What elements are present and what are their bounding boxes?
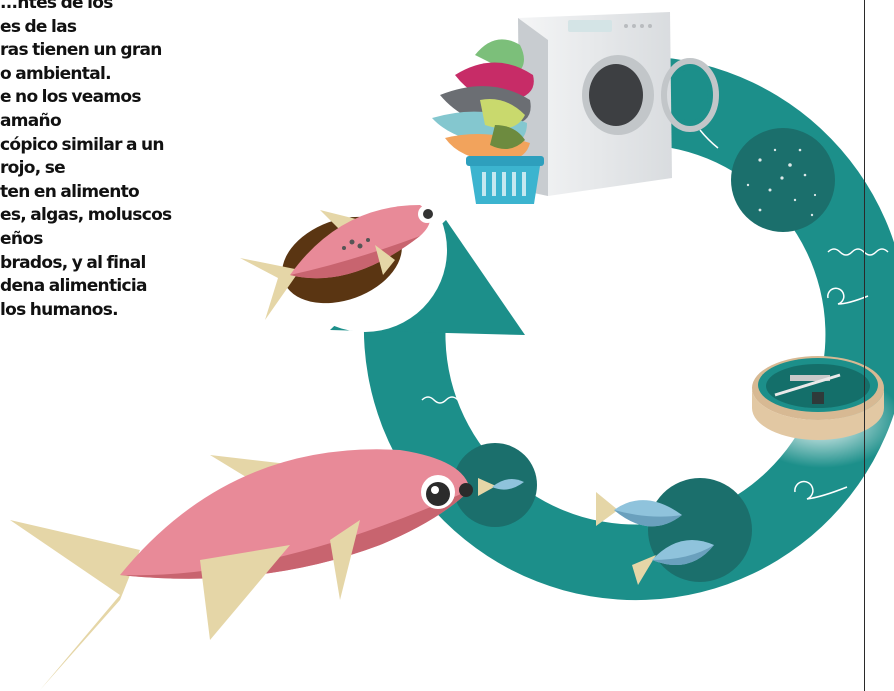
intro-line: los humanos. bbox=[0, 299, 230, 323]
intro-line: rojo, se bbox=[0, 157, 230, 181]
water-treatment-tank-icon bbox=[742, 356, 894, 468]
intro-line: es, algas, moluscos bbox=[0, 204, 230, 228]
microplastics-circle-icon bbox=[731, 128, 835, 232]
intro-line: ...ntes de los bbox=[0, 0, 230, 16]
intro-line: brados, y al final bbox=[0, 252, 230, 276]
intro-line: cópico similar a un bbox=[0, 134, 230, 158]
big-fish-icon bbox=[10, 449, 473, 690]
fish-circle-large bbox=[648, 478, 752, 582]
fish-on-plate-icon bbox=[240, 168, 447, 332]
intro-line: eños bbox=[0, 228, 230, 252]
laundry-pile-icon bbox=[432, 39, 534, 161]
column-divider bbox=[864, 0, 865, 691]
laundry-basket-icon bbox=[466, 156, 544, 204]
intro-line: dena alimenticia bbox=[0, 275, 230, 299]
intro-line: o ambiental. bbox=[0, 63, 230, 87]
intro-line: amaño bbox=[0, 110, 230, 134]
intro-line: ten en alimento bbox=[0, 181, 230, 205]
intro-text: ...ntes de los es de las ras tienen un g… bbox=[0, 0, 230, 322]
intro-line: ras tienen un gran bbox=[0, 39, 230, 63]
intro-line: es de las bbox=[0, 16, 230, 40]
washing-machine-icon bbox=[518, 12, 716, 196]
intro-line: e no los veamos bbox=[0, 86, 230, 110]
